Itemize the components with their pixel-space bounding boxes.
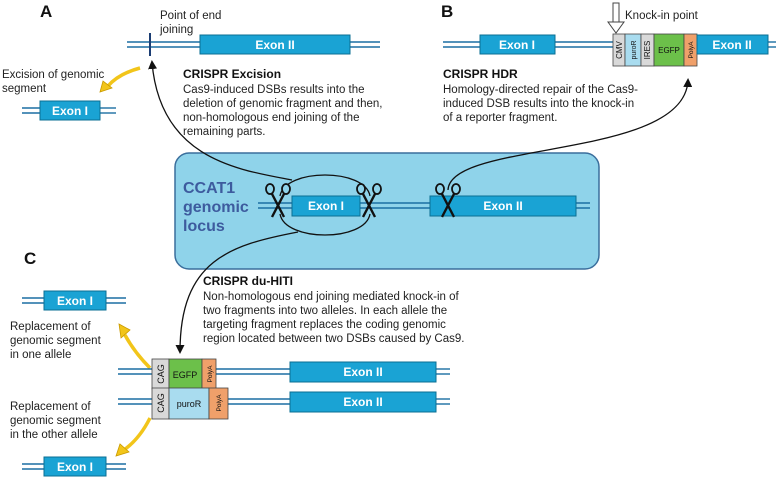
panel-a-body-line-4: remaining parts. [183,126,265,138]
panel-b-body-line-1: Homology-directed repair of the Cas9- [443,84,638,96]
excision-label: Excision of genomic [2,69,105,81]
panel-c-body-line-2: two fragments into two alleles. In each … [203,305,447,317]
panel-b-construct: Exon I CMV puroR IRES EGFP PolyA Exon II [443,33,776,67]
knock-in-point-label: Knock-in point [625,10,699,22]
excision-yellow-arrow [106,66,141,88]
allele-1-polya-label: PolyA [207,365,214,383]
panel-a-title: CRISPR Excision [183,67,281,81]
panel-c: C CRISPR du-HITI Non-homologous end join… [10,249,464,477]
replacement-one-yellow-arrow [123,334,152,370]
allele-2-exon-2 [289,391,437,413]
panel-c-letter: C [24,249,36,268]
allele-1: CAG EGFP PolyA Exon II [118,358,450,390]
replacement-other-line-3: in the other allele [10,429,98,441]
panel-a-construct: Exon II [127,33,380,56]
scissors-icon [265,183,291,218]
allele-2: CAG puroR PolyA Exon II [118,387,450,420]
locus-exon-2 [429,195,577,217]
locus-label-line-2: genomic [183,199,249,216]
point-of-end-joining-label-2: joining [159,24,193,36]
replaced-exon-1-top [43,290,107,311]
ires-label: IRES [643,41,652,60]
replaced-exon-1-top-label: Exon I [57,294,93,308]
puror-label: puroR [631,40,638,59]
dsb-arc-bottom [279,213,371,236]
panel-b-letter: B [441,2,453,21]
panel-b-body-line-3: of a reporter fragment. [443,112,557,124]
allele-1-egfp-label: EGFP [173,370,198,380]
cmv-label: CMV [615,40,624,58]
panel-c-title: CRISPR du-HITI [203,274,293,288]
locus-label-line-1: CCAT1 [183,180,235,197]
egfp-segment [653,33,685,67]
allele-2-puror-label: puroR [177,399,202,409]
knock-in-arrow [607,2,625,34]
replacement-one-line-3: in one allele [10,349,71,361]
ccat1-locus: CCAT1 genomic locus Exon I Exon II [174,152,600,270]
scissors-icon [356,183,382,218]
panel-a-body-line-3: non-homologous end joining of the [183,112,359,124]
allele-1-exon-2-label: Exon II [343,365,382,379]
panel-c-body-line-3: targeting fragment replaces the coding g… [203,319,446,331]
egfp-label: EGFP [658,46,680,55]
point-of-end-joining-label: Point of end [160,10,221,22]
locus-label-line-3: locus [183,218,225,235]
replacement-other-line-1: Replacement of [10,401,91,413]
allele-2-exon-2-label: Exon II [343,395,382,409]
arrow-to-panel-a [148,60,293,181]
panel-c-body-line-4: region located between two DSBs caused b… [203,333,464,345]
allele-1-cag-label: CAG [156,364,166,384]
scissors-icon [435,183,461,218]
excised-fragment: Exon I [22,100,116,121]
excision-yellow-arrowhead [99,80,113,93]
allele-2-polya-label: PolyA [216,394,223,412]
replacement-one-line-2: genomic segment [10,335,102,347]
locus-exon-1 [291,195,361,217]
replacement-one-yellow-arrowhead [118,323,131,339]
locus-exon-2-label: Exon II [483,199,522,213]
panel-a-body-line-2: deletion of genomic fragment and then, [183,98,382,110]
panel-b-exon-2 [696,34,769,55]
panel-b-exon-2-label: Exon II [712,38,751,52]
locus-exon-1-label: Exon I [308,199,344,213]
panel-c-body-line-1: Non-homologous end joining mediated knoc… [203,291,460,303]
locus-box [174,152,600,270]
allele-1-egfp-segment [168,358,203,390]
excision-label-2: segment [2,83,47,95]
replacement-other-yellow-arrowhead [115,443,130,457]
replacement-other-yellow-arrow [122,417,152,452]
panel-b-exon-1-label: Exon I [499,38,535,52]
panel-b-body-line-2: induced DSB results into the knock-in [443,98,634,110]
panel-b-exon-1 [479,34,556,55]
allele-2-polya-segment [208,387,229,420]
replaced-fragment-top: Exon I [22,290,126,311]
replacement-other-line-2: genomic segment [10,415,102,427]
arrow-to-panel-c [175,231,299,354]
panel-b: B Knock-in point Exon I CMV puroR IRES E… [441,2,776,124]
panel-a-exon-2-label: Exon II [255,38,294,52]
excised-exon-1-label: Exon I [52,104,88,118]
polya-label: PolyA [688,41,695,59]
panel-a-exon-2 [199,34,351,55]
replaced-fragment-bottom: Exon I [22,456,126,477]
panel-a-letter: A [40,2,52,21]
replaced-exon-1-bottom [43,456,107,477]
allele-2-cag-label: CAG [156,393,166,413]
allele-2-puror-segment [168,387,210,420]
panel-b-title: CRISPR HDR [443,67,518,81]
excised-exon-1 [39,100,101,121]
allele-1-exon-2 [289,361,437,383]
replacement-one-line-1: Replacement of [10,321,91,333]
panel-a: A Point of end joining Exon II Excision … [2,2,382,138]
arrow-to-panel-b [447,78,693,191]
panel-a-body-line-1: Cas9-induced DSBs results into the [183,84,365,96]
replaced-exon-1-bottom-label: Exon I [57,460,93,474]
